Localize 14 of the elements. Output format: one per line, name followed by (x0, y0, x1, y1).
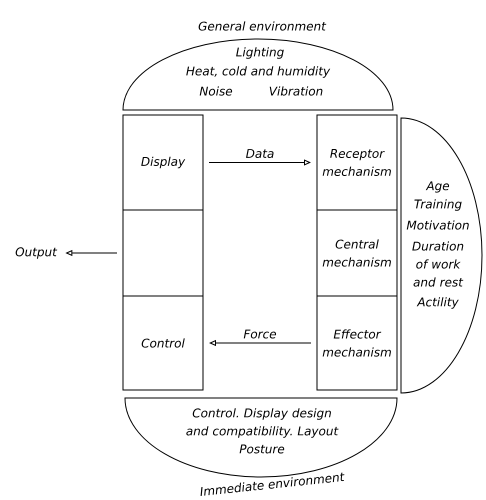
process-box: Control (122, 296, 204, 390)
text-label: Output (16, 247, 58, 259)
process-box: Display (122, 114, 204, 210)
semicircle-panel: Age Training Motivation Duration of work and rest Actility (400, 118, 482, 394)
empty-box (122, 210, 204, 296)
semicircle-panel: General environment Lighting Heat, cold and humidity Noise Vibration (122, 21, 394, 110)
node-label: General environment (198, 21, 326, 31)
process-box: Receptor mechanism (316, 114, 398, 210)
node-label: Immediate environment (200, 472, 344, 496)
process-box: Effector mechanism (316, 296, 398, 390)
edge-label: Data (244, 148, 276, 159)
process-box: Central mechanism (316, 210, 398, 296)
semicircle-panel: Control. Display design and compatibility. Layout Posture Immediate environment (124, 398, 398, 496)
edge-label: Force (242, 328, 278, 340)
